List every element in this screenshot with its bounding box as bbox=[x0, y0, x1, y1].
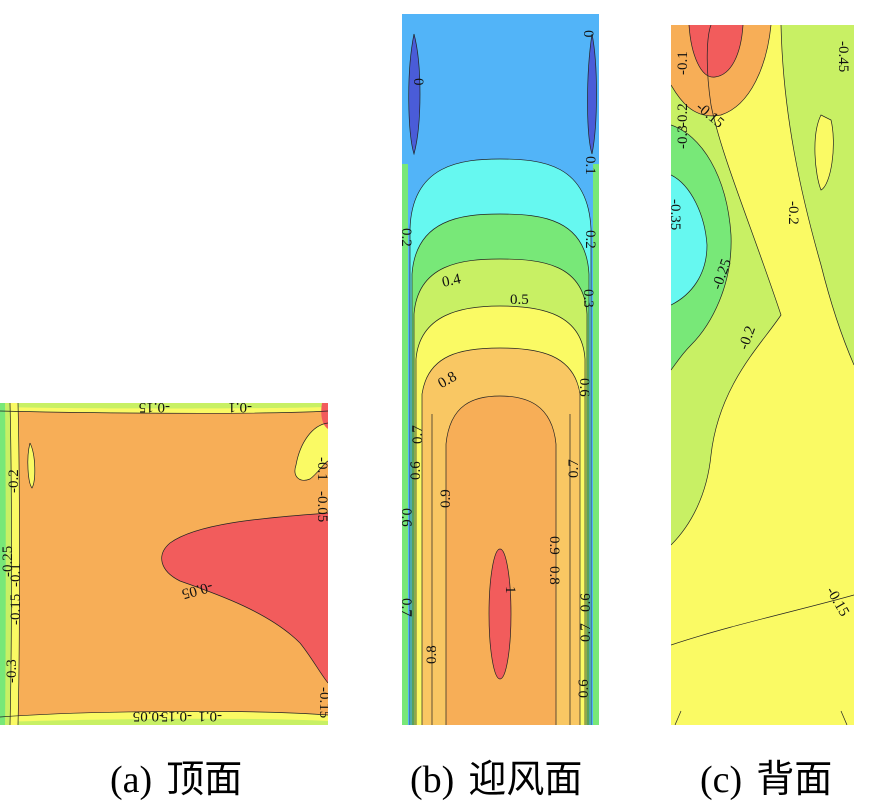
contour-label: 0.4 bbox=[441, 271, 463, 291]
top-green-band bbox=[0, 403, 328, 409]
contour-panel-top-face: -0.15 -0.1 -0.2 -0.1 -0.05 -0.05 -0.25 -… bbox=[0, 403, 328, 725]
contour-label: -0.3 bbox=[675, 125, 691, 149]
left-green-band bbox=[0, 403, 6, 725]
contour-label: -0.2 bbox=[6, 469, 22, 493]
contour-label: -0.1 bbox=[675, 51, 691, 75]
caption-a-text: 顶面 bbox=[166, 759, 243, 801]
caption-b-tag: (b) bbox=[410, 759, 455, 801]
contour-label: -0.35 bbox=[671, 199, 683, 230]
contour-label: -0.45 bbox=[835, 41, 851, 72]
contour-plot-c: -0.45 -0.1 -0.15 -0.2 -0.3 -0.35 -0.2 -0… bbox=[671, 25, 854, 725]
contour-panel-leeward-face: -0.45 -0.1 -0.15 -0.2 -0.3 -0.35 -0.2 -0… bbox=[671, 25, 854, 725]
contour-label: -0.1 bbox=[198, 708, 222, 724]
corner-red-patch bbox=[321, 403, 328, 429]
contour-label: 0.7 bbox=[566, 459, 582, 478]
contour-label: -0.15 bbox=[161, 708, 192, 724]
contour-label: -0.1 bbox=[8, 563, 24, 587]
red-top-core bbox=[689, 25, 743, 78]
contour-label: 0.2 bbox=[402, 228, 414, 247]
contour-label: -0.05 bbox=[180, 578, 214, 602]
contour-lines-b bbox=[408, 33, 597, 725]
contour-label: 0.7 bbox=[402, 598, 414, 617]
contour-label: -0.3 bbox=[4, 659, 20, 683]
contour-label: 1 bbox=[502, 586, 518, 594]
contour-label: 0.3 bbox=[580, 289, 596, 308]
caption-a: (a) 顶面 bbox=[110, 748, 242, 803]
contour-label: -0.05 bbox=[314, 491, 328, 522]
contour-label: 0.9 bbox=[546, 536, 562, 555]
contour-label: 0.8 bbox=[424, 645, 440, 664]
contour-plot-a: -0.15 -0.1 -0.2 -0.1 -0.05 -0.05 -0.25 -… bbox=[0, 403, 328, 725]
right-yellow-island bbox=[814, 115, 834, 190]
contour-label: -0.05 bbox=[133, 708, 164, 724]
red-suction-lobe bbox=[161, 513, 328, 683]
contour-plot-b: 0 0 0.1 0.2 0.2 0.4 0.5 0.3 0.8 0.6 0.7 … bbox=[402, 14, 599, 725]
caption-b-text: 迎风面 bbox=[468, 759, 583, 801]
red-peak-ellipse bbox=[489, 549, 511, 679]
caption-c-text: 背面 bbox=[756, 759, 833, 801]
contour-label: 0 bbox=[580, 30, 596, 38]
contour-label: 0.7 bbox=[410, 425, 426, 444]
contour-label: 0.1 bbox=[582, 156, 598, 175]
contour-label: -0.15 bbox=[316, 687, 328, 718]
right-blue-sliver bbox=[587, 34, 597, 154]
yellowgreen-right-band bbox=[781, 25, 854, 365]
left-small-patch bbox=[27, 443, 35, 488]
contour-label: 0.9 bbox=[438, 489, 454, 508]
contour-label: -0.1 bbox=[228, 403, 252, 415]
contour-label: 0.6 bbox=[402, 508, 414, 527]
left-blue-sliver bbox=[408, 34, 420, 154]
contour-lines-c bbox=[671, 25, 854, 725]
contour-label: 0.7 bbox=[578, 623, 594, 642]
contour-label: 0.6 bbox=[578, 593, 594, 612]
contour-label: 0.6 bbox=[408, 461, 424, 480]
left-edge-strip bbox=[402, 164, 408, 725]
contour-label: 0.6 bbox=[576, 378, 592, 397]
caption-a-tag: (a) bbox=[110, 759, 153, 801]
caption-c: (c) 背面 bbox=[700, 748, 832, 803]
contour-labels-b: 0 0 0.1 0.2 0.2 0.4 0.5 0.3 0.8 0.6 0.7 … bbox=[402, 30, 598, 698]
right-edge-strip bbox=[593, 164, 599, 725]
contour-label: 0.8 bbox=[546, 566, 562, 585]
caption-b: (b) 迎风面 bbox=[410, 748, 582, 803]
right-yellow-patch bbox=[294, 423, 328, 481]
bottom-green-band bbox=[0, 718, 328, 725]
contour-label: -0.15 bbox=[8, 594, 24, 625]
contour-label: -0.2 bbox=[736, 324, 759, 352]
contour-label: 0 bbox=[410, 78, 426, 86]
lower-yellow bbox=[671, 595, 854, 725]
contour-label: 0.6 bbox=[576, 679, 592, 698]
contour-label: 0.5 bbox=[510, 292, 529, 308]
contour-panel-windward-face: 0 0 0.1 0.2 0.2 0.4 0.5 0.3 0.8 0.6 0.7 … bbox=[402, 14, 599, 725]
contour-label: -0.25 bbox=[0, 546, 16, 577]
caption-c-tag: (c) bbox=[700, 759, 743, 801]
contour-label: -0.2 bbox=[785, 201, 801, 225]
contour-label: -0.15 bbox=[139, 403, 170, 415]
contour-lines-a bbox=[0, 403, 328, 725]
contour-label: -0.2 bbox=[675, 103, 691, 127]
contour-label: -0.1 bbox=[314, 457, 328, 481]
contour-label: 0.2 bbox=[582, 230, 598, 249]
contour-labels-a: -0.15 -0.1 -0.2 -0.1 -0.05 -0.05 -0.25 -… bbox=[0, 403, 328, 724]
